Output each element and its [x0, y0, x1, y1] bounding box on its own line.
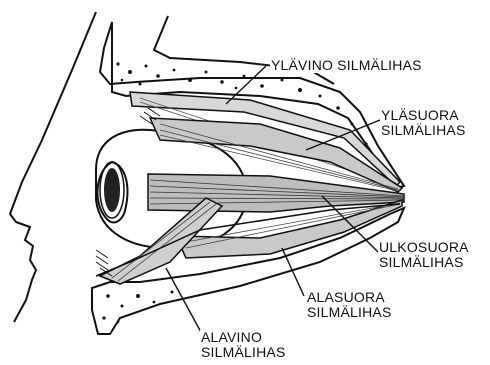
orbit-roof-outline — [154, 16, 334, 84]
label-lateral-rectus-line1: ULKOSUORA — [379, 240, 469, 255]
face-profile — [10, 12, 96, 322]
label-inferior-oblique-line2: SILMÄLIHAS — [201, 345, 285, 360]
label-superior-oblique: YLÄVINO SILMÄLIHAS — [270, 58, 423, 73]
label-lateral-rectus: ULKOSUORA SILMÄLIHAS — [378, 240, 470, 270]
label-inferior-rectus-line1: ALASUORA — [307, 290, 391, 305]
label-inferior-rectus-line2: SILMÄLIHAS — [307, 305, 391, 320]
label-inferior-rectus: ALASUORA SILMÄLIHAS — [306, 290, 392, 320]
label-inferior-oblique: ALAVINO SILMÄLIHAS — [200, 330, 286, 360]
label-superior-rectus: YLÄSUORA SILMÄLIHAS — [380, 108, 466, 138]
label-superior-rectus-line1: YLÄSUORA — [381, 108, 465, 123]
pupil — [104, 168, 120, 212]
label-superior-oblique-text: YLÄVINO SILMÄLIHAS — [271, 57, 422, 73]
label-lateral-rectus-line2: SILMÄLIHAS — [379, 255, 469, 270]
label-inferior-oblique-line1: ALAVINO — [201, 330, 285, 345]
label-superior-rectus-line2: SILMÄLIHAS — [381, 123, 465, 138]
